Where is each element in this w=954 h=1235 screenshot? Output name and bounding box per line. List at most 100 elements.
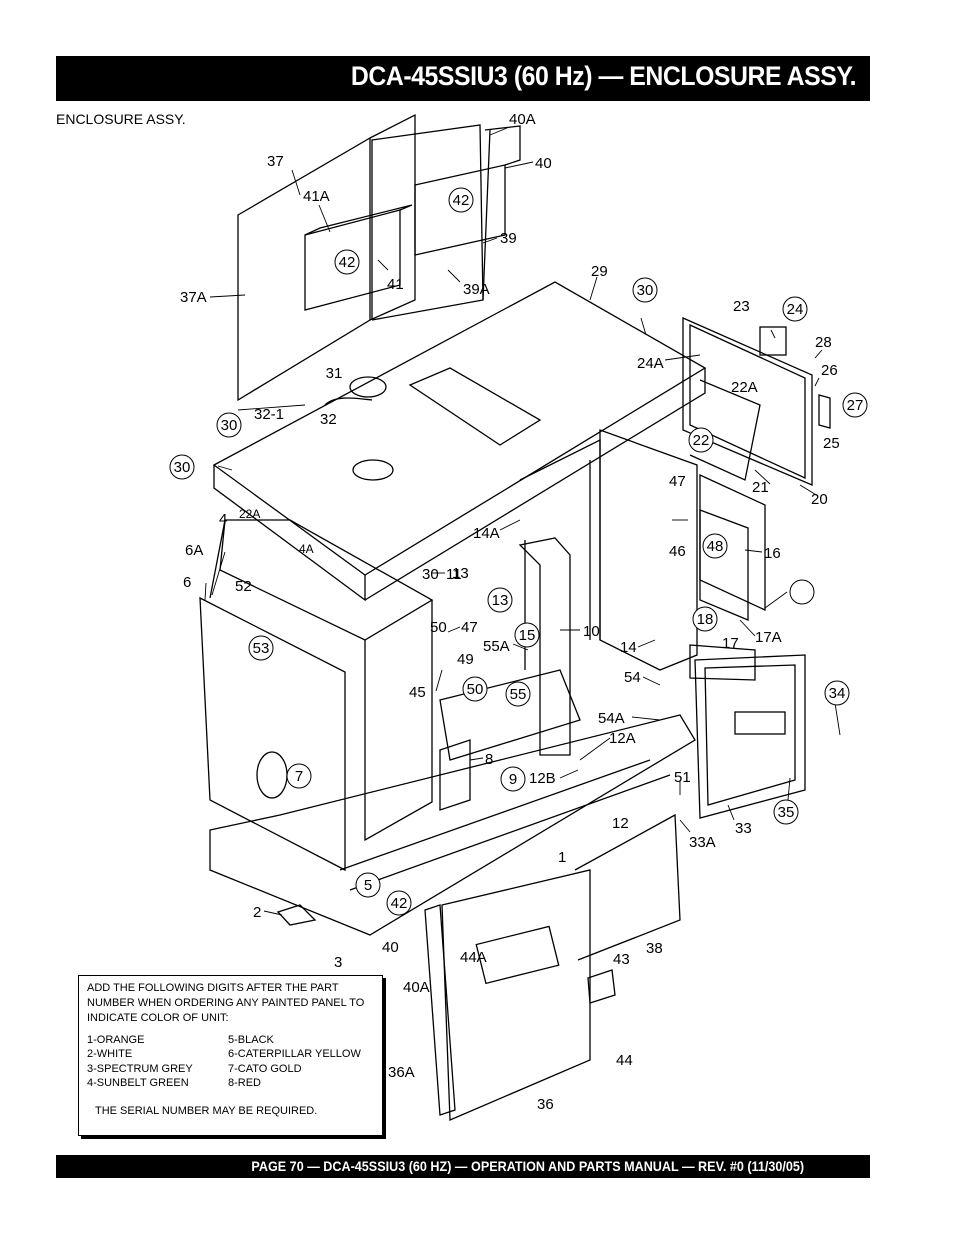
section-subtitle: ENCLOSURE ASSY. — [56, 111, 186, 127]
diagram-leaders — [204, 127, 841, 916]
circled-callout: 5 — [355, 872, 381, 898]
callout-label: 40A — [403, 979, 430, 996]
callout-label: 12 — [612, 815, 629, 832]
svg-text:22: 22 — [693, 432, 710, 449]
circled-callout: 24 — [782, 296, 808, 322]
note-intro: ADD THE FOLLOWING DIGITS AFTER THE PART … — [87, 982, 365, 1024]
callout-label: 32-1 — [254, 406, 284, 423]
callout-label: 29 — [591, 263, 608, 280]
callout-label: 22A — [731, 379, 758, 396]
diagram-linework — [199, 113, 831, 1121]
callout-label: 3 — [334, 954, 342, 971]
callout-label: 4 — [219, 511, 227, 528]
svg-text:31: 31 — [326, 365, 343, 382]
painted-panel-note: ADD THE FOLLOWING DIGITS AFTER THE PART … — [78, 975, 383, 1136]
circled-callout: 53 — [248, 635, 274, 661]
circled-callout: 55 — [505, 681, 531, 707]
page-footer-bar: PAGE 70 — DCA-45SSIU3 (60 HZ) — OPERATIO… — [56, 1155, 870, 1178]
callout-label: 40A — [509, 111, 536, 128]
color-code-item: 5-BLACK — [228, 1034, 274, 1046]
callout-label: 14A — [473, 525, 500, 542]
svg-text:5: 5 — [364, 877, 372, 894]
callout-label: 12A — [609, 730, 636, 747]
callout-label: 17A — [755, 629, 782, 646]
callout-label: 51 — [674, 769, 691, 786]
circled-callout: 9 — [500, 766, 526, 792]
callout-label: 38 — [646, 940, 663, 957]
callout-label: 12B — [529, 770, 556, 787]
callout-label: 50 — [430, 619, 447, 636]
enclosure-exploded-diagram: 40A 40 37 41A 39 37A 41 39A 29 23 28 24A… — [169, 111, 868, 1121]
callout-label: 4A — [299, 542, 314, 556]
callout-label: 47 — [669, 473, 686, 490]
serial-number-note: THE SERIAL NUMBER MAY BE REQUIRED. — [95, 1105, 318, 1117]
circled-callout: 30 — [169, 454, 195, 480]
circled-callout: 48 — [702, 533, 728, 559]
callout-label: 41A — [303, 188, 330, 205]
callout-label: 49 — [457, 651, 474, 668]
callout-label: 36 — [537, 1096, 554, 1113]
callout-label: 26 — [821, 362, 838, 379]
callout-label: 2 — [253, 904, 261, 921]
callout-label: 14 — [620, 639, 637, 656]
svg-text:24: 24 — [787, 301, 804, 318]
callout-label: 40 — [535, 155, 552, 172]
circled-callout: 42 — [386, 890, 412, 916]
circled-callout: 31 — [326, 365, 343, 382]
callout-label: 6 — [183, 574, 191, 591]
callout-label: 44 — [616, 1052, 633, 1069]
circled-callout: 30 — [632, 277, 658, 303]
svg-text:53: 53 — [253, 640, 270, 657]
callout-label: 10 — [583, 623, 600, 640]
svg-text:30: 30 — [174, 459, 191, 476]
callout-label: 30 — [422, 566, 439, 583]
callout-label: 32 — [320, 411, 337, 428]
callout-label: 17 — [722, 635, 739, 652]
callout-label: 25 — [823, 435, 840, 452]
svg-text:27: 27 — [847, 397, 864, 414]
color-code-item: 8-RED — [228, 1077, 262, 1089]
svg-text:42: 42 — [391, 895, 408, 912]
callout-label: 40 — [382, 939, 399, 956]
callout-label: 44A — [460, 949, 487, 966]
callout-label: 54 — [624, 669, 641, 686]
svg-text:13: 13 — [492, 592, 509, 609]
callout-label: 8 — [485, 751, 493, 768]
circled-callout: 13 — [487, 587, 513, 613]
color-code-item: 3-SPECTRUM GREY — [87, 1063, 193, 1075]
callout-label: 47 — [461, 619, 478, 636]
svg-text:30: 30 — [221, 417, 238, 434]
callout-label: 54A — [598, 710, 625, 727]
svg-text:7: 7 — [295, 768, 303, 785]
callout-label: 41 — [387, 276, 404, 293]
svg-text:18: 18 — [697, 611, 714, 628]
circled-callout: 18 — [692, 606, 718, 632]
callout-label: 1 — [558, 849, 566, 866]
callout-label: 6A — [185, 542, 203, 559]
callout-label: 39 — [500, 230, 517, 247]
circled-callout — [789, 579, 815, 605]
callout-label: 13 — [452, 565, 469, 582]
svg-text:15: 15 — [519, 627, 536, 644]
svg-text:35: 35 — [778, 804, 795, 821]
callout-label: 11 — [446, 566, 462, 583]
callout-label: 28 — [815, 334, 832, 351]
svg-text:9: 9 — [509, 771, 517, 788]
callout-label: 45 — [409, 684, 426, 701]
callout-label: 23 — [733, 298, 750, 315]
circled-callout: 42 — [448, 187, 474, 213]
circled-callout: 35 — [773, 799, 799, 825]
svg-text:42: 42 — [339, 254, 356, 271]
svg-text:42: 42 — [453, 192, 470, 209]
svg-text:34: 34 — [829, 685, 846, 702]
callout-label: 37A — [180, 289, 207, 306]
callout-label: 36A — [388, 1064, 415, 1081]
page-title: DCA-45SSIU3 (60 Hz) — ENCLOSURE ASSY. — [350, 61, 857, 91]
svg-text:50: 50 — [467, 681, 484, 698]
svg-text:30: 30 — [637, 282, 654, 299]
callout-label: 46 — [669, 543, 686, 560]
circled-callouts: 42 42 30 24 31 27 30 30 22 48 18 15 53 5… — [169, 187, 868, 916]
callout-label: 33A — [689, 834, 716, 851]
color-code-item: 2-WHITE — [87, 1048, 133, 1060]
callout-label: 33 — [735, 820, 752, 837]
